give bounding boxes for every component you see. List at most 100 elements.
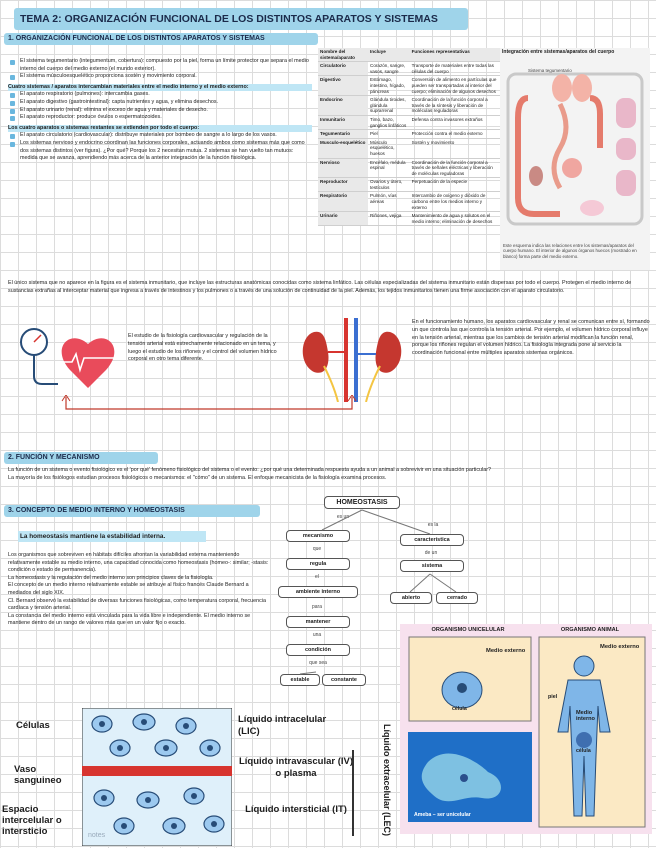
animal-diagram — [538, 636, 646, 828]
unicellular-diagram — [408, 636, 532, 722]
includes-cell: Corazón, sangre, vasos, sangre — [368, 61, 410, 77]
integration-note: En el funcionamiento humano, los aparato… — [412, 319, 650, 357]
connector-label: una — [312, 632, 322, 638]
vessel-label: Vaso sanguineo — [14, 764, 62, 786]
section-3-subheading: La homeostasis mantiene la estabilidad i… — [18, 531, 206, 542]
table-header: Funciones representativas — [409, 48, 500, 63]
body-systems-diagram: Sistema tegumentario — [506, 68, 644, 226]
bullet: El aparato urinario (renal): elimina el … — [8, 107, 312, 115]
unicellular-title: ORGANISMO UNICELULAR — [431, 627, 505, 633]
includes-cell: Estómago, intestino, hígado, páncreas — [368, 75, 410, 97]
concept-regula: regula — [286, 558, 350, 570]
function-cell: Protección contra el medio externo — [409, 129, 500, 139]
function-cell: Intercambio de oxígeno y dióxido de carb… — [409, 191, 500, 213]
concept-condicion: condición — [286, 644, 350, 656]
page-title: TEMA 2: ORGANIZACIÓN FUNCIONAL DE LOS DI… — [14, 8, 468, 30]
watermark: notes — [88, 832, 106, 839]
includes-cell: Encéfalo, médula espinal — [368, 158, 410, 179]
concept-sistema: sistema — [400, 560, 464, 572]
connector-label: el — [315, 574, 319, 580]
svg-text:Sistema tegumentario: Sistema tegumentario — [528, 68, 572, 73]
includes-cell: Timo, bazo, ganglios linfáticos — [368, 115, 410, 131]
system-name-cell: Urinario — [318, 211, 368, 227]
system-name-cell: Respiratorio — [318, 191, 368, 213]
function-cell: Transporte de materiales entre todas las… — [409, 61, 500, 77]
table-header: Incluye — [368, 48, 410, 63]
connector-label: es un — [336, 514, 350, 520]
homeostasis-line: La constancia del medio interno está vin… — [8, 612, 251, 627]
internal-medium-label: Medio interno — [576, 710, 595, 722]
mechanism-line: La mayoría de los fisiólogos estudian pr… — [8, 474, 387, 481]
function-cell: Sostén y movimiento — [409, 138, 500, 159]
system-name-cell: Nervioso — [318, 158, 368, 179]
lec-label: Líquido extracelular (LEC) — [382, 723, 392, 837]
four-systems-line: Cuatro sistemas / aparatos intercambian … — [8, 83, 312, 92]
bullet: El aparato digestivo (gastrointestinal):… — [8, 99, 312, 107]
homeostasis-line: El concepto de un medio interno relativa… — [8, 582, 249, 596]
iv-label: Líquido intravascular (IV) o plasma — [238, 756, 354, 779]
integration-figure: Integración entre sistemas/aparatos del … — [500, 48, 650, 270]
homeostasis-line: Los organismos que sobreviven en hábitat… — [8, 552, 269, 574]
fluid-compartments — [82, 708, 232, 846]
system-name-cell: Reproductor — [318, 177, 368, 193]
includes-cell: Piel — [368, 129, 410, 139]
heart-illustration — [10, 318, 120, 398]
connector-label: de un — [424, 550, 438, 556]
cell-label: célula — [452, 706, 467, 712]
homeostasis-line: Cl. Bernard observó la estabilidad de di… — [8, 597, 266, 612]
section-3-text: Los organismos que sobreviven en hábitat… — [8, 552, 270, 628]
function-cell: Coordinación de la función corporal a tr… — [409, 158, 500, 179]
concept-links — [299, 509, 457, 675]
connector-label: para — [311, 604, 322, 610]
concept-mecanismo: mecanismo — [286, 530, 350, 542]
section-1-text: El sistema tegumentario (integumentum, c… — [8, 58, 312, 163]
connection-arrow — [61, 395, 357, 410]
concept-mantener: mantener — [286, 616, 350, 628]
bullet: El sistema tegumentario (integumentum, c… — [8, 58, 312, 73]
bullet: Los sistemas nervioso y endocrino coordi… — [8, 140, 312, 163]
animal-cell-label: célula — [576, 748, 591, 754]
includes-cell: Ovarios y útero, testículos — [368, 177, 410, 193]
concept-constante: constante — [322, 674, 366, 686]
concept-homeostasis: HOMEOSTASIS — [324, 496, 400, 509]
it-label: Líquido intersticial (IT) — [245, 804, 347, 815]
organism-panel: ORGANISMO UNICELULAR ORGANISMO ANIMAL Me… — [400, 624, 652, 834]
cells-label: Células — [16, 720, 50, 731]
includes-cell: Glándula tiroides, glándula suprarrenal — [368, 95, 410, 116]
skin-label: piel — [548, 694, 558, 700]
function-cell: Conversión de alimento en partículas que… — [409, 75, 500, 97]
system-name-cell: Musculo-esquelético — [318, 138, 368, 159]
animal-title: ORGANISMO ANIMAL — [560, 627, 620, 633]
systems-table-wrap: Nombre del sistema/aparato Incluye Funci… — [318, 48, 500, 227]
system-name-cell: Inmunitario — [318, 115, 368, 131]
system-name-cell: Endocrino — [318, 95, 368, 116]
section-3-heading: 3. CONCEPTO DE MEDIO INTERNO Y HOMEOSTAS… — [4, 505, 260, 517]
animal-external-label: Medio externo — [600, 644, 640, 650]
function-cell: Defensa contra invasores extraños — [409, 115, 500, 131]
connector-label: es la — [427, 522, 439, 528]
lec-bracket — [352, 750, 354, 836]
system-name-cell: Tegumentario — [318, 129, 368, 139]
concept-abierto: abierto — [390, 592, 432, 604]
function-line: La función de un sistema o evento fisiol… — [8, 467, 492, 473]
function-cell: Coordinación de la función corporal a tr… — [409, 95, 500, 116]
section-2-text: La función de un sistema o evento fisiol… — [8, 467, 648, 482]
concept-caracteristica: característica — [400, 534, 464, 546]
remaining-systems-line: Los cuatro aparatos o sistemas restantes… — [8, 124, 312, 133]
connector-label: que — [312, 546, 322, 552]
bullet: El sistema músculoesquelético proporcion… — [8, 73, 312, 81]
figure-caption: Este esquema indica las relaciones entre… — [503, 242, 637, 259]
bullet: El aparato respiratorio (pulmones): inte… — [8, 91, 312, 99]
lic-label: Líquido intracelular (LIC) — [238, 714, 327, 737]
ameba-caption: Ameba – ser unicelular — [414, 812, 471, 818]
includes-cell: Músculo esquelético, huesos — [368, 138, 410, 159]
interstitial-space-label: Espacio intercelular o intersticio — [2, 804, 62, 837]
